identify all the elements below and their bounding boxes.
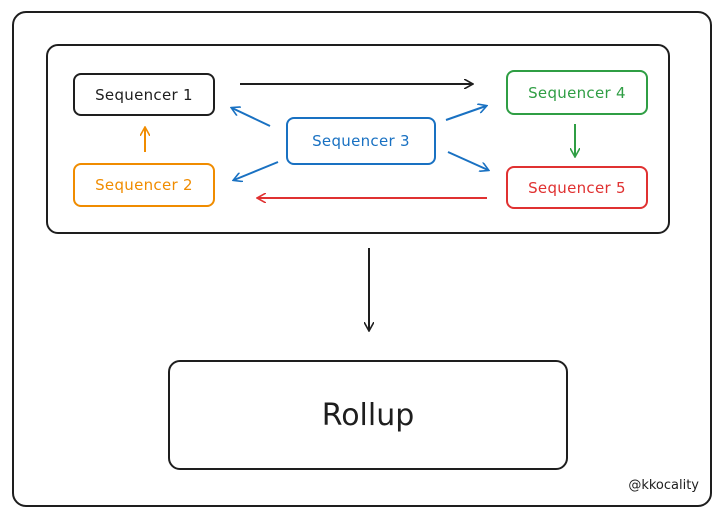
node-rollup: Rollup: [168, 360, 568, 470]
outer-frame: [12, 11, 712, 507]
node-sequencer-3: Sequencer 3: [286, 117, 436, 165]
node-label: Sequencer 3: [312, 132, 410, 150]
node-sequencer-4: Sequencer 4: [506, 70, 648, 115]
arrow-seq3-to-seq4: [445, 106, 486, 121]
node-sequencer-1: Sequencer 1: [73, 73, 215, 116]
arrow-seq3-to-seq2: [234, 161, 279, 180]
node-label: Sequencer 4: [528, 83, 626, 102]
rollup-label: Rollup: [321, 397, 415, 433]
arrow-seq3-to-seq5: [447, 151, 488, 170]
node-label: Sequencer 5: [528, 178, 626, 197]
arrow-seq3-to-seq1: [232, 108, 271, 127]
author-credit: @kkocality: [628, 478, 699, 493]
node-sequencer-5: Sequencer 5: [506, 166, 648, 209]
sequencer-cluster: [46, 44, 670, 234]
node-label: Sequencer 2: [95, 176, 193, 194]
node-label: Sequencer 1: [95, 85, 193, 104]
node-sequencer-2: Sequencer 2: [73, 163, 215, 207]
